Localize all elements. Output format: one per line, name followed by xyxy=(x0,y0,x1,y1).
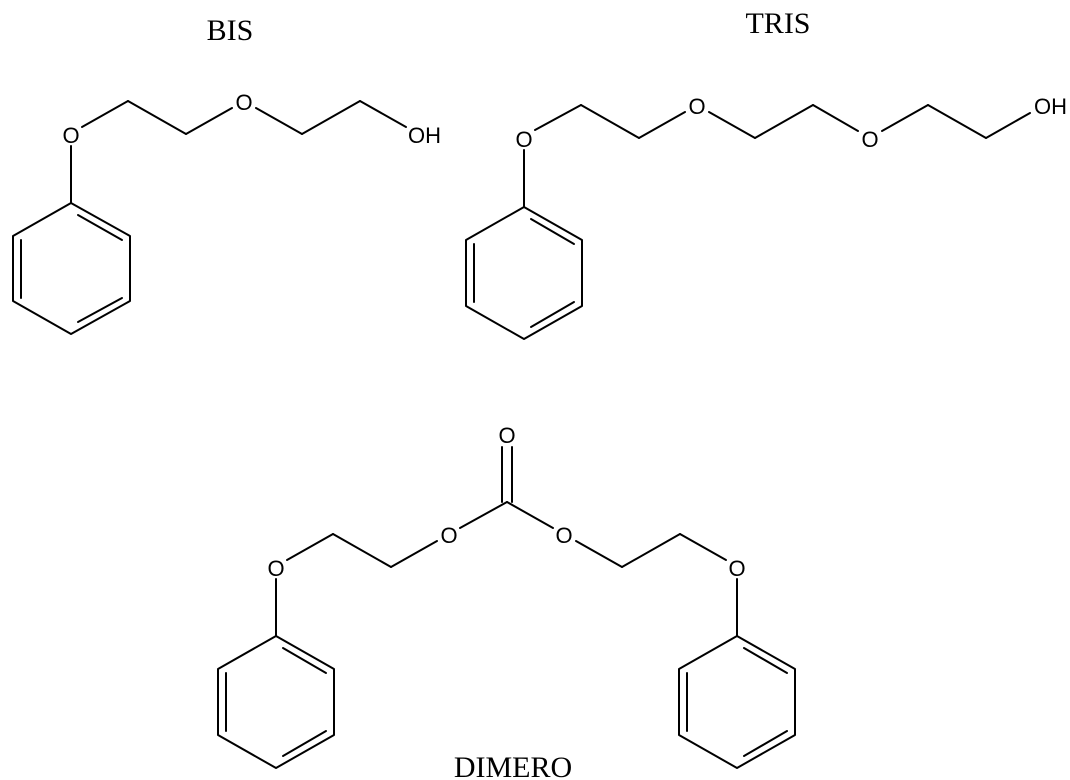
tris-title: TRIS xyxy=(745,7,810,40)
bis-benzene-ring xyxy=(12,202,131,335)
dimero-carbonyl-oxygen: O xyxy=(498,423,515,448)
tris-chain-oxygen-1: O xyxy=(688,94,705,119)
dimero-right-benzene-ring xyxy=(678,635,796,769)
bis-title: BIS xyxy=(207,14,254,47)
dimero-left-benzene-ring xyxy=(217,635,335,769)
tris-benzene-ring xyxy=(465,206,583,340)
tris-chain-bonds xyxy=(523,104,1031,208)
molecule-tris: TRIS O O O OH xyxy=(465,7,1067,340)
molecule-dimero: DIMERO xyxy=(217,423,796,780)
tris-terminal-hydroxyl: OH xyxy=(1034,94,1067,119)
tris-ether-oxygen: O xyxy=(515,127,532,152)
tris-chain-oxygen-2: O xyxy=(861,127,878,152)
molecule-bis: BIS O O OH xyxy=(12,14,441,335)
dimero-ester-oxygen-left: O xyxy=(440,523,457,548)
dimero-right-ether-oxygen: O xyxy=(728,556,745,581)
dimero-ester-oxygen-right: O xyxy=(555,523,572,548)
bis-chain-oxygen: O xyxy=(235,90,252,115)
bis-ether-oxygen: O xyxy=(62,123,79,148)
bis-terminal-hydroxyl: OH xyxy=(408,123,441,148)
dimero-left-ether-oxygen: O xyxy=(267,556,284,581)
dimero-title: DIMERO xyxy=(454,751,572,780)
bis-chain-bonds xyxy=(70,100,407,204)
dimero-chain-bonds xyxy=(275,446,738,637)
